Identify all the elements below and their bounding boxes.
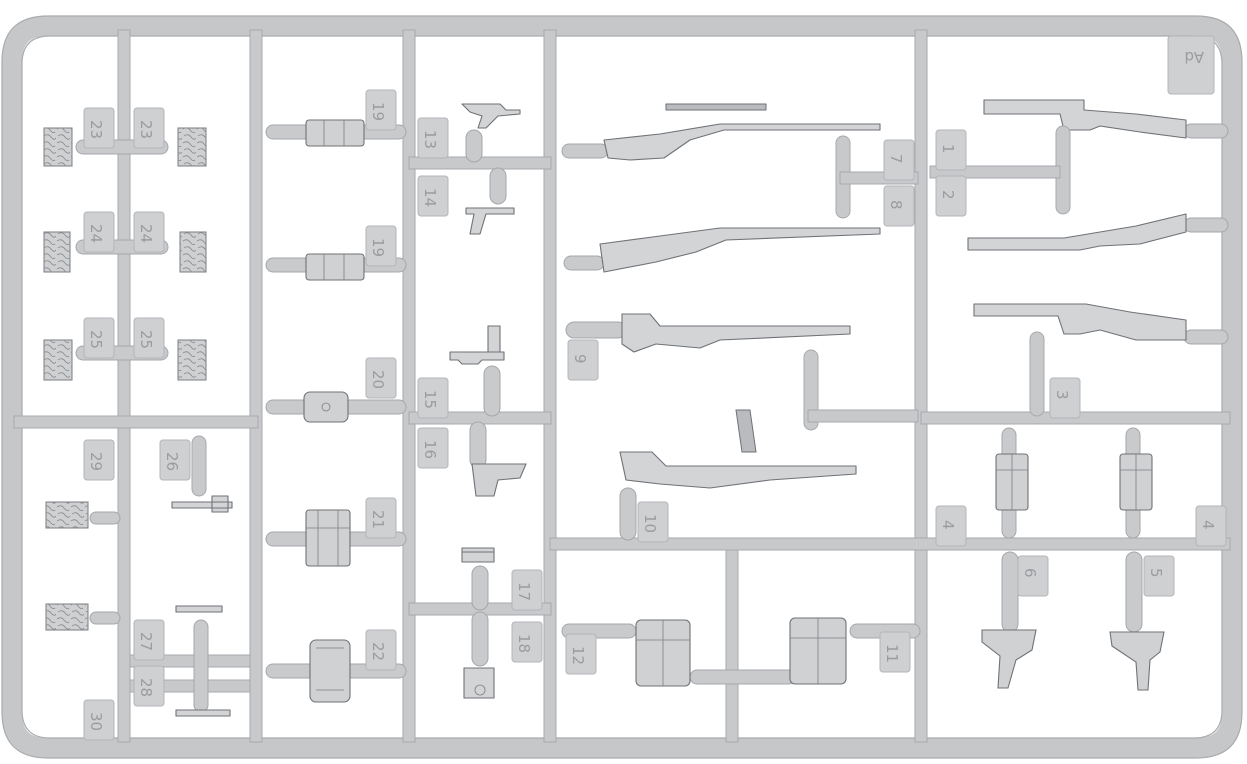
part-number-20: 20 (369, 370, 387, 389)
part-number-23b: 23 (137, 120, 155, 139)
magazine-part-18 (463, 667, 495, 699)
pouch-group-4: 4 4 (935, 427, 1227, 547)
submachine-gun-1 (983, 99, 1187, 139)
ammo-pouch-19a (305, 119, 365, 147)
canteen-pouch-20 (303, 391, 349, 423)
rod-part-28 (175, 709, 231, 717)
part-number-24a: 24 (87, 224, 105, 243)
ammo-pouch-19b (305, 253, 365, 281)
machine-gun-mg34 (621, 313, 851, 353)
pistol-group-13-18: 13 14 15 16 17 18 (417, 103, 543, 699)
magazine-pouch-4b (1119, 453, 1153, 511)
pistol-14 (465, 207, 515, 235)
part-number-4a: 4 (939, 520, 957, 530)
part-number-11: 11 (883, 644, 901, 663)
part-number-13: 13 (421, 130, 439, 149)
sprue-letters: Ad (1184, 48, 1204, 66)
part-number-9: 9 (571, 354, 589, 364)
pistol-holster-16 (471, 463, 527, 497)
part-number-7: 7 (887, 154, 905, 164)
sprue-frame (1, 15, 1243, 759)
rifle-group-7-10: 7 8 9 10 (561, 103, 919, 543)
part-number-12: 12 (569, 646, 587, 665)
part-number-1: 1 (939, 144, 957, 154)
submachine-gun-3 (973, 303, 1187, 341)
part-number-22: 22 (369, 642, 387, 661)
smg-group-1-3: 1 2 3 (929, 99, 1229, 419)
part-number-23a: 23 (87, 120, 105, 139)
flare-pistol-15 (449, 325, 505, 365)
magazine-pouch-4a (995, 453, 1029, 511)
scoped-rifle-k98 (603, 123, 881, 161)
holster-group-5-6: 6 5 (981, 551, 1175, 691)
ammo-pouch-12 (635, 619, 691, 687)
part-number-19a: 19 (369, 102, 387, 121)
part-number-5: 5 (1147, 568, 1165, 578)
luger-pistol-13 (461, 103, 521, 129)
rod-part-26 (171, 495, 233, 513)
part-number-28: 28 (137, 678, 155, 697)
part-number-2: 2 (939, 190, 957, 200)
part-number-16: 16 (421, 440, 439, 459)
part-number-21: 21 (369, 510, 387, 529)
part-number-25b: 25 (137, 330, 155, 349)
part-number-27: 27 (137, 632, 155, 651)
part-number-26: 26 (163, 452, 181, 471)
part-number-25a: 25 (87, 330, 105, 349)
sprue-letter-tag: Ad (1167, 35, 1215, 95)
gear-pouch-21 (305, 509, 351, 567)
pistol-holster-6 (981, 629, 1037, 689)
rifle-scope (665, 103, 767, 111)
part-number-30: 30 (87, 712, 105, 731)
part-number-6: 6 (1021, 568, 1039, 578)
ammo-pouch-11 (789, 617, 847, 685)
part-number-3: 3 (1053, 390, 1071, 400)
semi-auto-rifle-g43 (599, 227, 881, 273)
submachine-gun-2 (967, 213, 1187, 251)
gear-pouch-22 (309, 639, 351, 703)
part-number-4b: 4 (1199, 520, 1217, 530)
part-number-15: 15 (421, 390, 439, 409)
part-number-19b: 19 (369, 238, 387, 257)
machine-gun-mg42 (619, 451, 857, 489)
part-number-18: 18 (515, 634, 533, 653)
magazine-part-17 (461, 547, 495, 563)
pouch-group-11-12: 12 11 (561, 617, 921, 687)
pistol-holster-5 (1109, 631, 1165, 691)
part-number-17: 17 (515, 582, 533, 601)
camo-pouch-group-23-25: 23 23 24 24 25 25 (43, 107, 207, 381)
sprue-runners (13, 29, 1231, 743)
part-number-14: 14 (421, 188, 439, 207)
mg-magazine (735, 409, 757, 453)
rod-part-27 (175, 605, 223, 613)
pouch-group-19-22: 19 19 20 21 22 (265, 89, 407, 703)
small-parts-group-26-30: 29 30 26 27 28 (45, 435, 251, 741)
part-number-10: 10 (641, 514, 659, 533)
part-number-29: 29 (87, 452, 105, 471)
part-number-8: 8 (887, 200, 905, 210)
part-number-24b: 24 (137, 224, 155, 243)
